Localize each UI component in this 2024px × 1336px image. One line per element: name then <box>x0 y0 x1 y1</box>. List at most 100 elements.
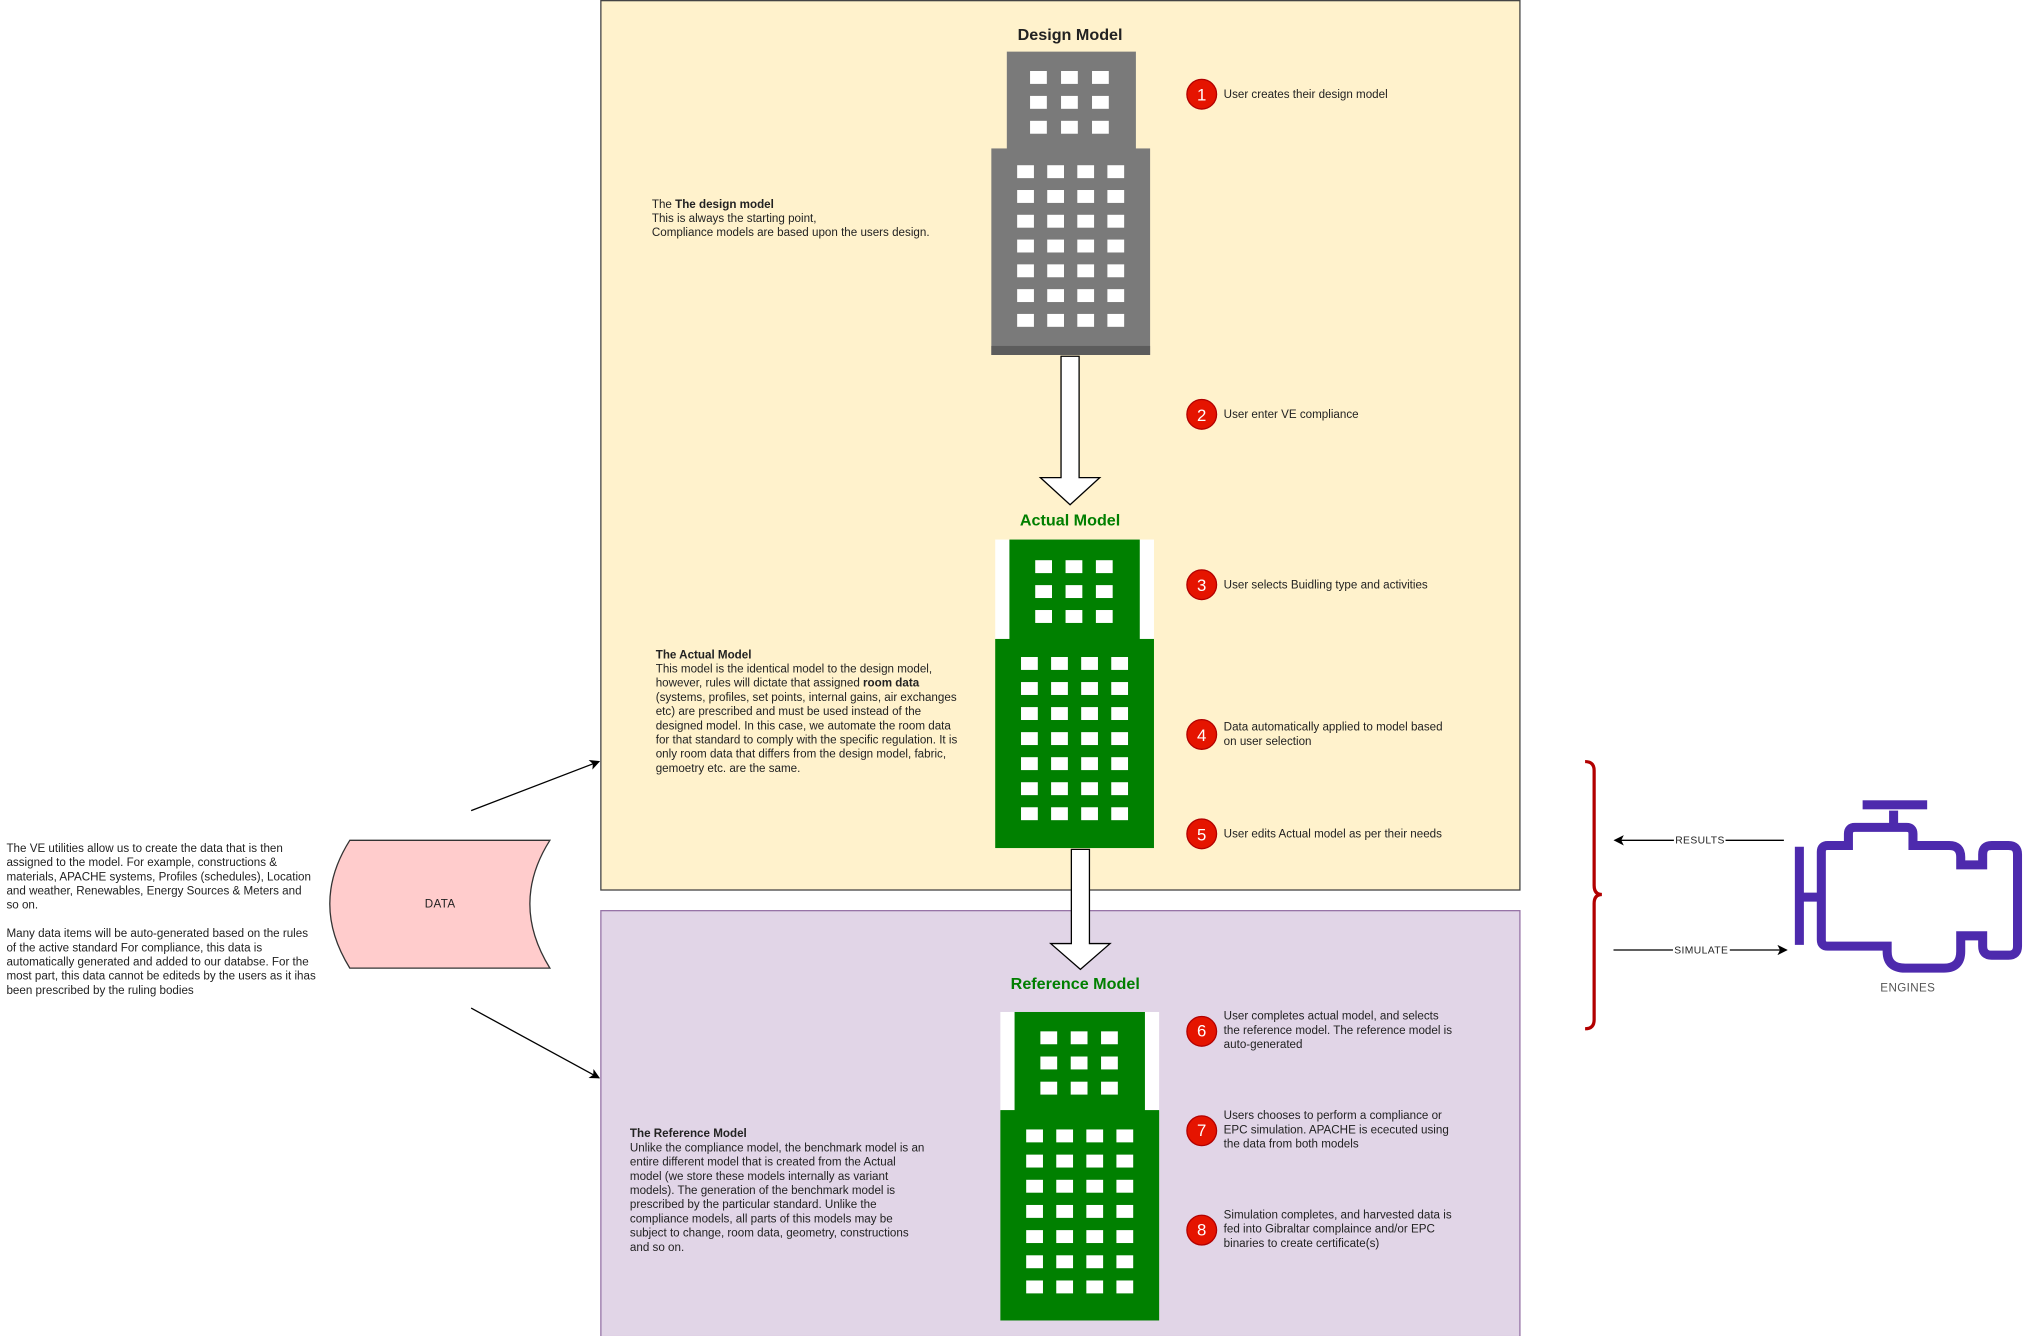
window-icon <box>1111 732 1129 746</box>
window-icon <box>1107 190 1125 203</box>
step-text: Data automatically applied to model base… <box>1223 720 1443 748</box>
window-icon <box>1116 1280 1134 1294</box>
step-text: User enter VE compliance <box>1223 407 1359 421</box>
window-icon <box>1056 1204 1074 1218</box>
window-icon <box>1021 707 1038 721</box>
window-icon <box>1086 1129 1104 1143</box>
step-number-badge: 6 <box>1186 1015 1218 1047</box>
window-icon <box>1111 757 1129 771</box>
window-icon <box>1111 657 1129 670</box>
step-text: User creates their design model <box>1223 87 1388 101</box>
window-icon <box>1116 1154 1134 1168</box>
window-icon <box>1021 732 1038 746</box>
window-icon <box>1047 264 1065 278</box>
window-icon <box>1116 1129 1134 1143</box>
window-icon <box>1061 95 1078 109</box>
window-icon <box>1095 610 1113 623</box>
data-label: DATA <box>424 897 456 911</box>
window-icon <box>1107 165 1125 179</box>
window-icon <box>1051 657 1068 670</box>
window-icon <box>1092 70 1109 84</box>
actual-building-icon <box>995 539 1154 849</box>
window-icon <box>1077 214 1095 228</box>
window-icon <box>1047 165 1065 179</box>
arrow-data-to-reference <box>470 1007 601 1079</box>
window-icon <box>1116 1230 1134 1244</box>
design-building-icon <box>991 51 1151 355</box>
actual-model-title: Actual Model <box>1019 511 1121 530</box>
window-icon <box>1081 807 1098 821</box>
window-icon <box>1081 682 1098 695</box>
window-icon <box>1021 782 1038 796</box>
window-icon <box>1056 1129 1074 1143</box>
window-icon <box>1086 1204 1104 1218</box>
window-icon <box>1026 1154 1043 1168</box>
window-icon <box>1040 1081 1058 1095</box>
window-icon <box>1092 95 1109 109</box>
window-icon <box>1030 95 1047 109</box>
window-icon <box>1101 1031 1118 1045</box>
window-icon <box>1040 1056 1058 1070</box>
window-icon <box>1086 1179 1104 1193</box>
window-icon <box>1051 707 1068 721</box>
window-icon <box>1095 560 1113 574</box>
window-icon <box>1111 682 1129 695</box>
actual-desc-part2: (systems, profiles, set points, internal… <box>655 690 958 775</box>
window-icon <box>1035 585 1053 599</box>
window-icon <box>1026 1204 1043 1218</box>
window-icon <box>1107 313 1125 327</box>
reference-model-title: Reference Model <box>1010 974 1140 993</box>
data-note: The VE utilities allow us to create the … <box>6 842 316 998</box>
window-icon <box>1056 1179 1074 1193</box>
simulate-label: SIMULATE <box>1672 944 1730 956</box>
window-icon <box>1035 560 1053 574</box>
arrow-data-to-actual <box>470 759 601 812</box>
window-icon <box>1051 757 1068 771</box>
window-icon <box>1017 165 1034 179</box>
step-text: User edits Actual model as per their nee… <box>1223 826 1442 840</box>
window-icon <box>1061 120 1078 134</box>
step-text: User selects Buidling type and activitie… <box>1223 577 1428 591</box>
engines-label: ENGINES <box>1879 981 1937 994</box>
window-icon <box>1086 1280 1104 1294</box>
actual-desc-bold: room data <box>863 676 920 690</box>
window-icon <box>1017 264 1034 278</box>
window-icon <box>1077 165 1095 179</box>
window-icon <box>1056 1255 1074 1269</box>
window-icon <box>1107 214 1125 228</box>
window-icon <box>1077 190 1095 203</box>
window-icon <box>1077 289 1095 303</box>
window-icon <box>1070 1056 1088 1070</box>
window-icon <box>1051 682 1068 695</box>
window-icon <box>1111 707 1129 721</box>
step-number-badge: 4 <box>1186 718 1218 750</box>
window-icon <box>1065 585 1083 599</box>
step-number-badge: 3 <box>1186 569 1218 601</box>
window-icon <box>1065 610 1083 623</box>
window-icon <box>1092 120 1109 134</box>
reference-building-icon <box>1000 1011 1160 1321</box>
window-icon <box>1101 1081 1118 1095</box>
window-icon <box>1021 682 1038 695</box>
window-icon <box>1017 239 1034 253</box>
window-icon <box>1070 1031 1088 1045</box>
window-icon <box>1081 757 1098 771</box>
window-icon <box>1017 214 1034 228</box>
window-icon <box>1095 585 1113 599</box>
reference-desc-body: Unlike the compliance model, the benchma… <box>629 1141 925 1254</box>
engine-icon <box>1794 800 2023 973</box>
step-text: Users chooses to perform a compliance or… <box>1223 1108 1449 1151</box>
window-icon <box>1077 313 1095 327</box>
window-icon <box>1116 1255 1134 1269</box>
window-icon <box>1026 1255 1043 1269</box>
step-text: User completes actual model, and selects… <box>1223 1009 1453 1051</box>
window-icon <box>1111 807 1129 821</box>
